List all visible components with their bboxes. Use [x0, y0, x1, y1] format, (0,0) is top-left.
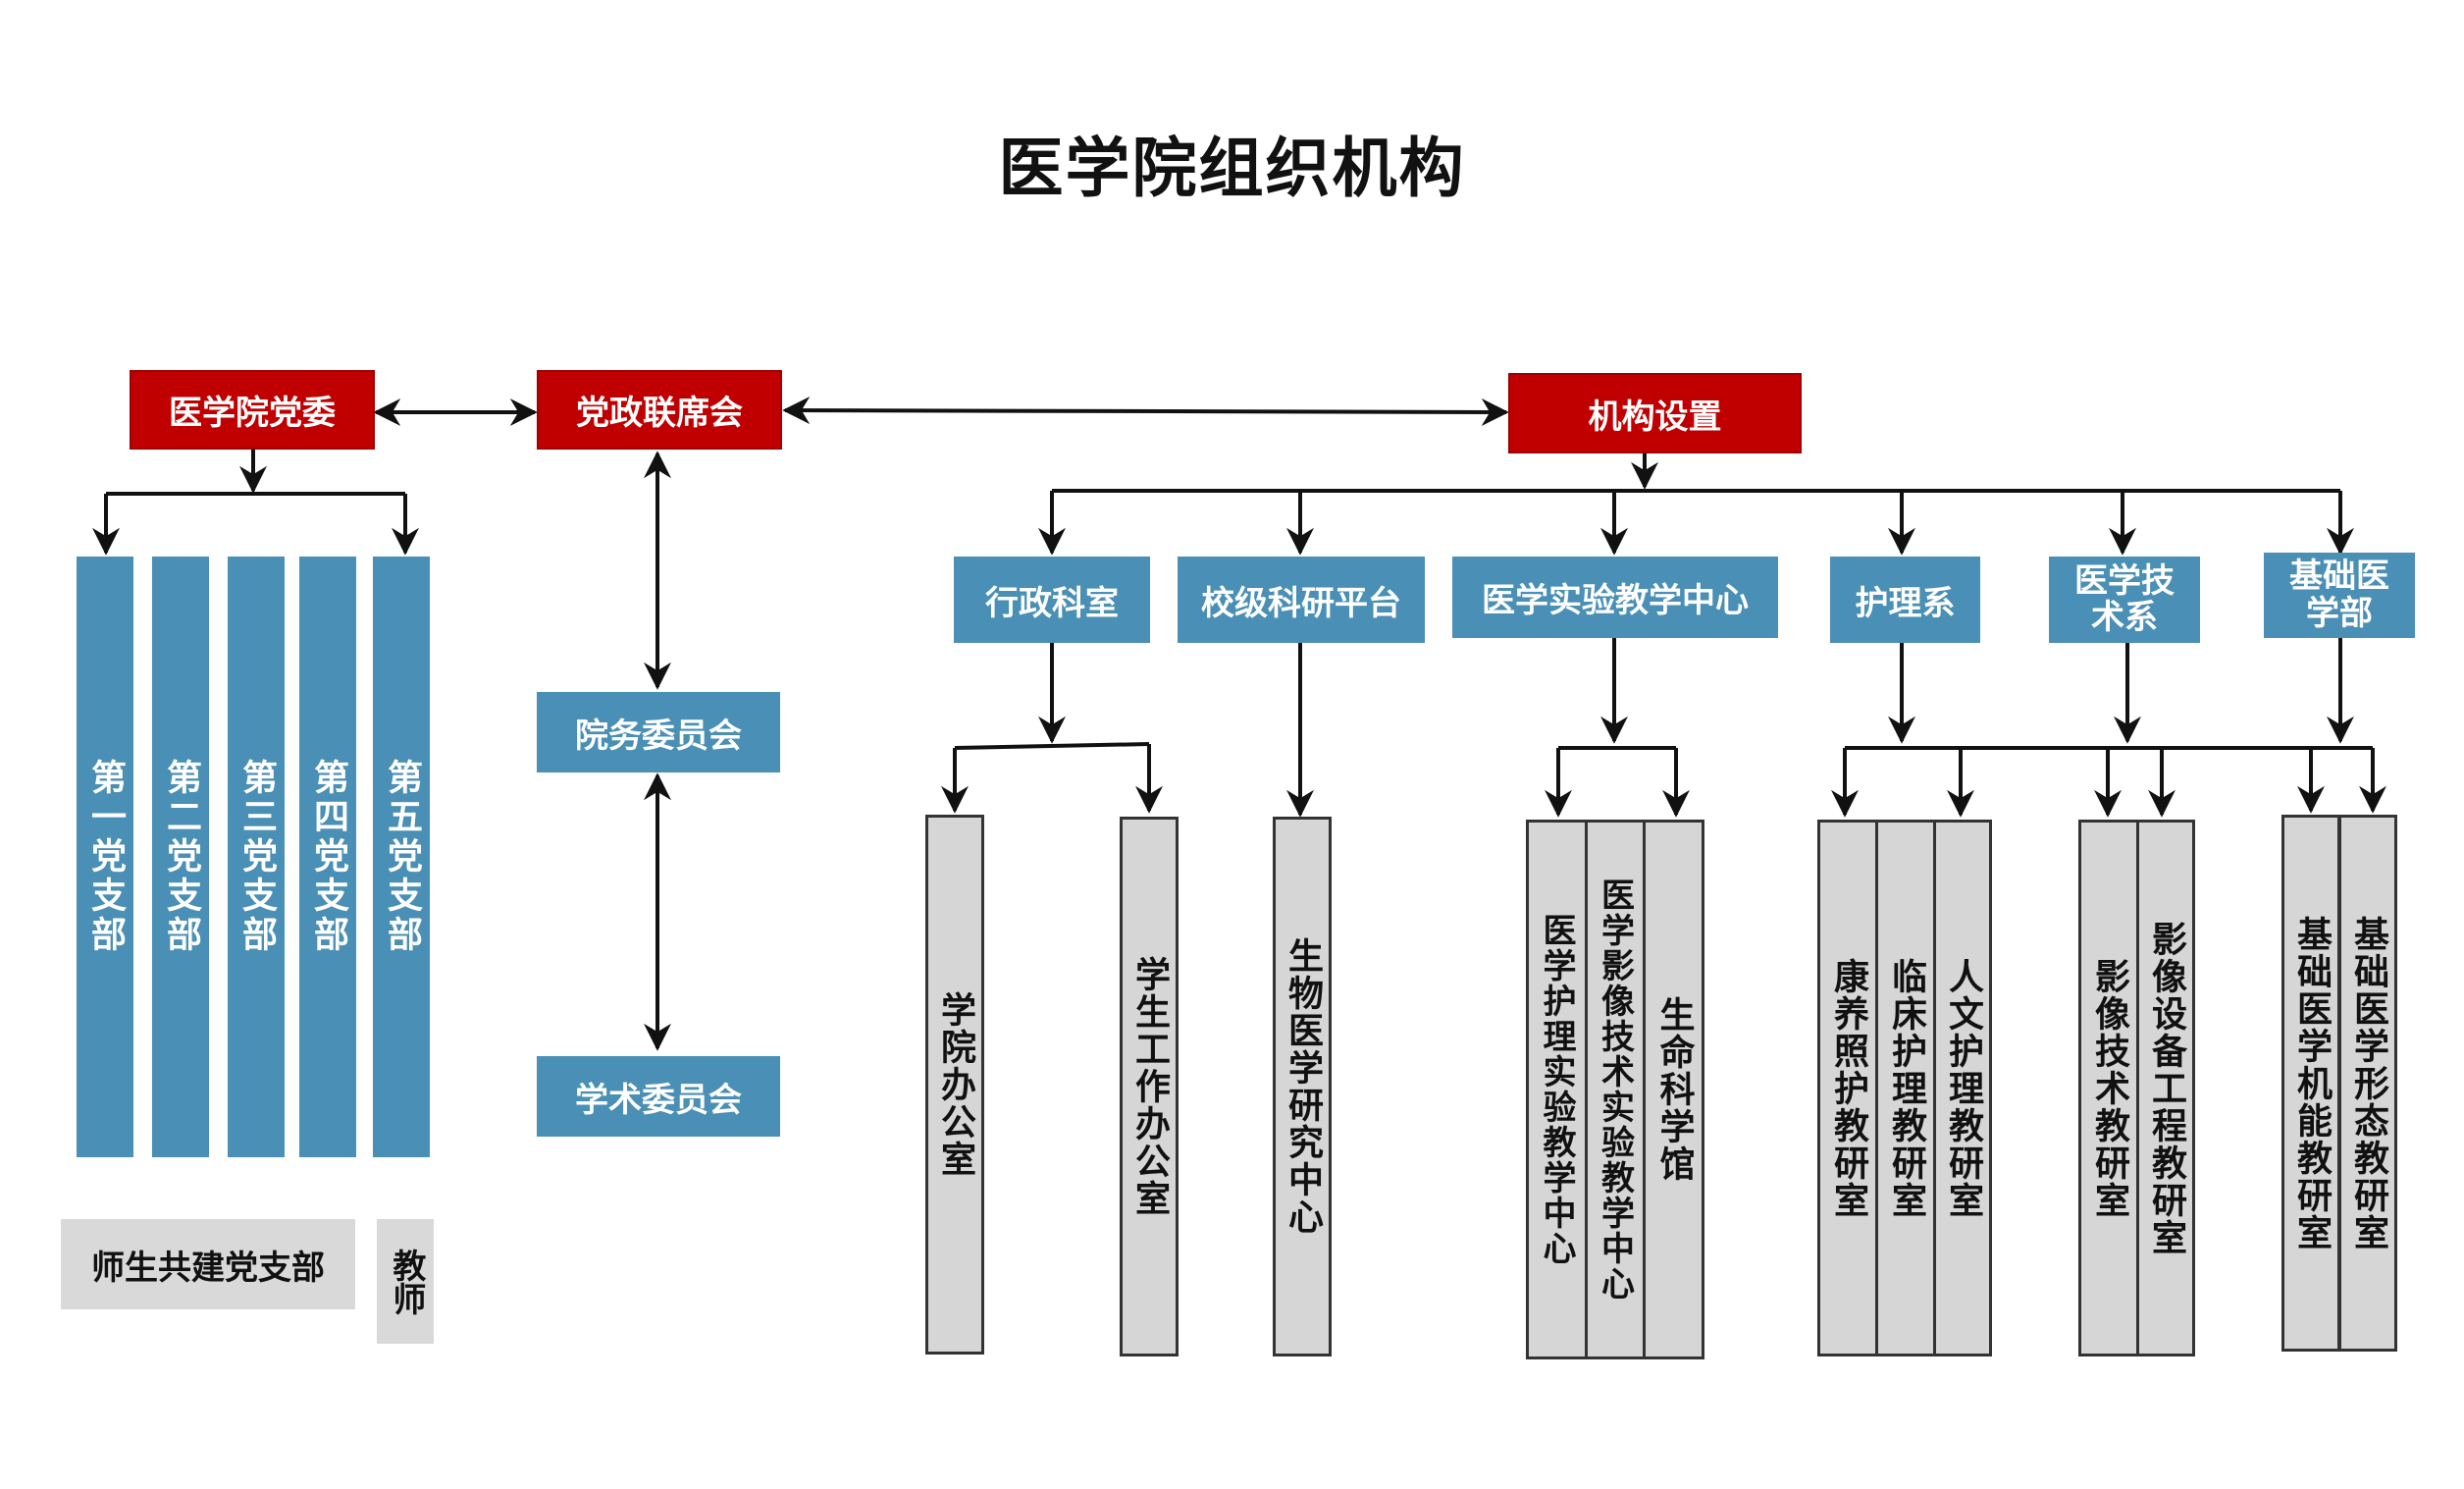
unit-student-affairs: 学生工作办公室 — [1120, 817, 1179, 1356]
academic-committee-box: 学术委员会 — [537, 1056, 780, 1137]
org-setup-box: 机构设置 — [1508, 373, 1802, 453]
unit-imaging-lab: 医学影像技术实验教学中心 — [1585, 820, 1646, 1359]
party-branch-5: 第五党支部 — [373, 557, 430, 1157]
party-branch-2: 第二党支部 — [152, 557, 209, 1157]
unit-imaging-equipment: 影像设备工程教研室 — [2136, 820, 2195, 1356]
dept-research-platform: 校级科研平台 — [1178, 557, 1425, 643]
dept-med-tech: 医学技术系 — [2049, 557, 2200, 643]
unit-physiology-teaching: 基础医学机能教研室 — [2281, 815, 2340, 1352]
admin-committee-box: 院务委员会 — [537, 692, 780, 772]
dept-lab-center: 医学实验教学中心 — [1452, 557, 1778, 638]
dept-basic-med: 基础医学部 — [2264, 553, 2415, 638]
co-branch-box: 师生共建党支部 — [61, 1219, 355, 1309]
dept-med-tech-label: 医学技术系 — [2074, 560, 2175, 637]
party-branch-3: 第三党支部 — [228, 557, 285, 1157]
party-branch-1: 第一党支部 — [77, 557, 133, 1157]
party-branch-4: 第四党支部 — [299, 557, 356, 1157]
teacher-box: 教师 — [377, 1219, 434, 1344]
dept-nursing: 护理系 — [1830, 557, 1980, 643]
dept-admin-office: 行政科室 — [954, 557, 1150, 643]
unit-imaging-tech: 影像技术教研室 — [2078, 820, 2139, 1356]
unit-morphology-teaching: 基础医学形态教研室 — [2338, 815, 2397, 1352]
unit-college-office: 学院办公室 — [925, 815, 984, 1355]
unit-biomed-center: 生物医学研究中心 — [1273, 817, 1332, 1356]
unit-clinical-nursing: 临床护理教研室 — [1875, 820, 1936, 1356]
unit-care-teaching: 康养照护教研室 — [1817, 820, 1878, 1356]
dept-basic-med-label: 基础医学部 — [2289, 557, 2389, 633]
unit-nursing-lab: 医学护理实验教学中心 — [1526, 820, 1588, 1359]
page-title: 医学院组织机构 — [998, 131, 1466, 206]
joint-meeting-box: 党政联席会 — [537, 370, 782, 450]
unit-life-science-hall: 生命科学馆 — [1643, 820, 1704, 1359]
party-committee-box: 医学院党委 — [130, 370, 375, 450]
unit-humanistic-nursing: 人文护理教研室 — [1933, 820, 1992, 1356]
